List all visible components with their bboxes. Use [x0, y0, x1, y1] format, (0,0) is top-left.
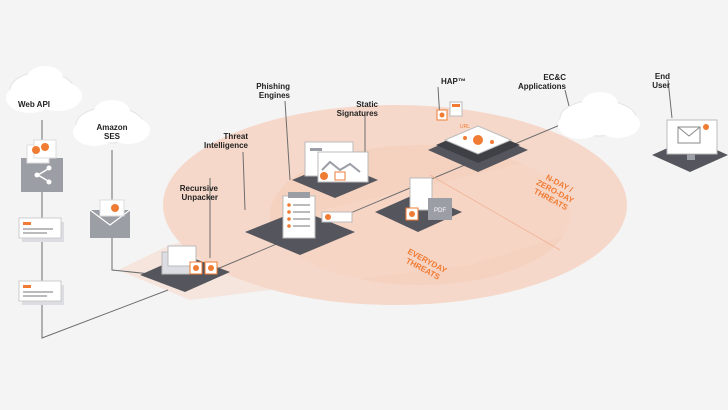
threat-intel-line2: Intelligence: [203, 141, 248, 150]
static-signatures-label: Static Signatures: [318, 100, 378, 118]
amazon-ses-line1: Amazon: [96, 123, 128, 132]
recursive-line1: Recursive: [179, 184, 218, 193]
hap-platform: URL: [428, 101, 528, 172]
static-signatures-platform: PDF: [375, 177, 462, 232]
phishing-line1: Phishing: [256, 82, 290, 91]
phishing-line2: Engines: [258, 91, 290, 100]
end-user-line2: User: [652, 81, 670, 90]
threat-intel-line1: Threat: [223, 132, 248, 141]
envelope-icon: [89, 199, 131, 238]
web-api-cloud: [6, 66, 82, 113]
end-user-label: End User: [630, 72, 670, 90]
amazon-ses-line2: SES: [103, 132, 120, 141]
end-user-monitor: [652, 119, 728, 172]
hap-text: HAP™: [441, 77, 466, 86]
web-api-text: Web API: [18, 100, 51, 109]
phishing-engines-label: Phishing Engines: [232, 82, 290, 100]
mail-card-bottom: [18, 280, 64, 305]
recursive-line2: Unpacker: [181, 193, 218, 202]
zone-divider: [429, 174, 561, 251]
end-user-line1: End: [654, 72, 670, 81]
threat-intelligence-label: Threat Intelligence: [190, 132, 248, 150]
share-tile: [21, 139, 63, 192]
recursive-unpacker-platform: [140, 245, 230, 292]
static-line2: Signatures: [336, 109, 378, 118]
amazon-ses-label: Amazon SES: [88, 123, 136, 141]
url-icon-label: URL: [460, 124, 470, 130]
pipeline-beam: [118, 150, 600, 300]
pdf-icon-label: PDF: [434, 208, 446, 214]
hap-label: HAP™: [441, 77, 466, 86]
static-line1: Static: [356, 100, 378, 109]
recursive-unpacker-label: Recursive Unpacker: [160, 184, 218, 202]
ecc-cloud: [558, 92, 640, 139]
phishing-engines-platform: [292, 141, 378, 198]
threat-intelligence-platform: [245, 192, 355, 255]
ecc-line2: Applications: [517, 82, 566, 91]
amazon-ses-cloud: [73, 100, 150, 146]
ecc-line1: EC&C: [543, 73, 566, 82]
ecc-applications-label: EC&C Applications: [508, 73, 566, 91]
mail-card-top: [18, 217, 64, 242]
web-api-label: Web API: [18, 100, 50, 109]
